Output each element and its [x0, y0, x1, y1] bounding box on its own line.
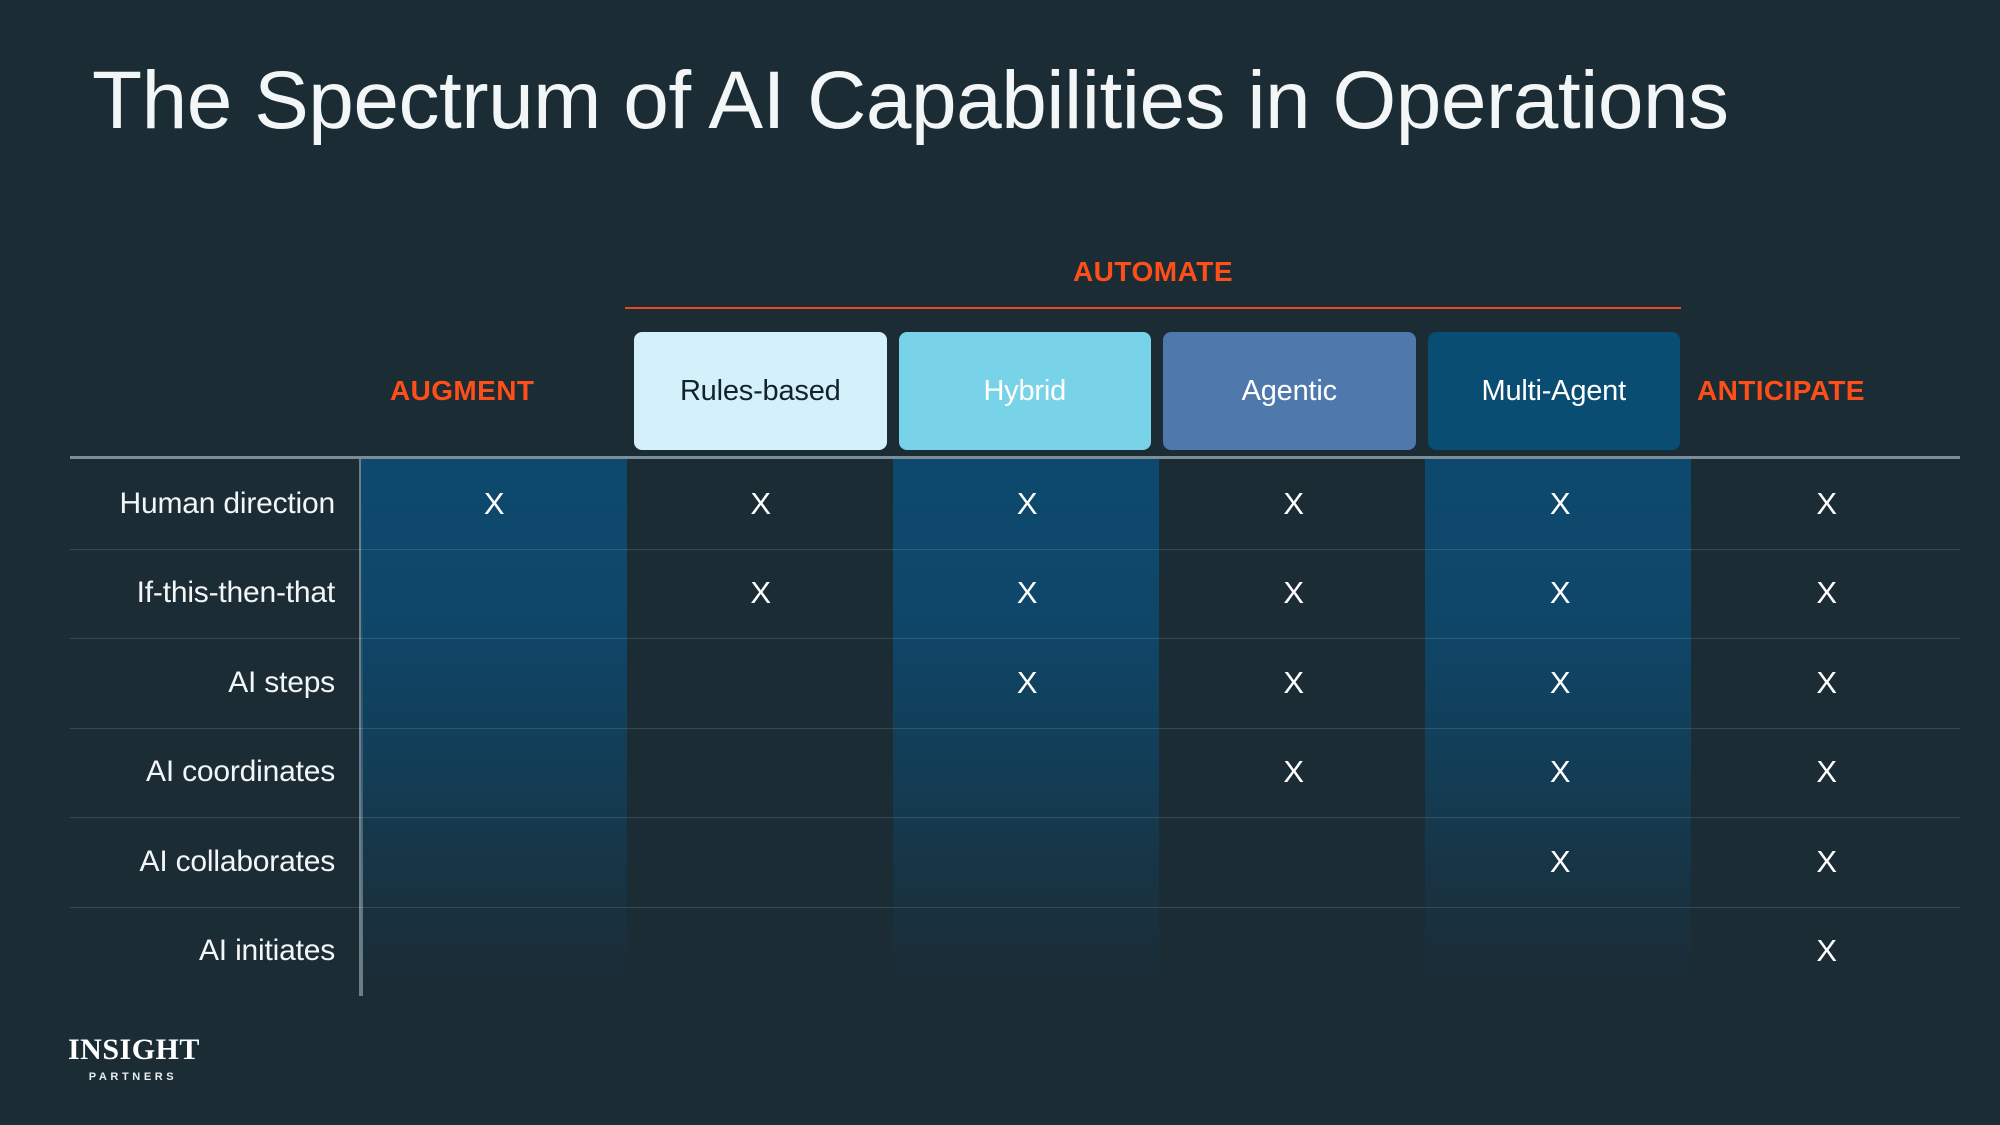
- group-label-augment: AUGMENT: [390, 375, 535, 406]
- matrix-cell-hybrid[interactable]: [894, 817, 1161, 907]
- row-label: AI initiates: [199, 934, 335, 968]
- matrix-cell-augment[interactable]: [361, 549, 628, 639]
- logo-wordmark-secondary: PARTNERS: [88, 1071, 178, 1083]
- matrix-cell-augment[interactable]: [361, 638, 628, 728]
- automate-underline-rule: [625, 307, 1681, 309]
- matrix-cell-anticipate[interactable]: X: [1816, 754, 1838, 790]
- matrix-cell-agentic[interactable]: [1161, 817, 1428, 907]
- matrix-cell-hybrid[interactable]: [894, 907, 1161, 997]
- page-title: The Spectrum of AI Capabilities in Opera…: [92, 55, 1729, 146]
- matrix-row: If-this-then-that X X X X X: [70, 548, 1960, 639]
- matrix-row: AI coordinates X X X: [70, 727, 1960, 818]
- matrix-cell-multi_agent[interactable]: X: [1549, 575, 1571, 611]
- matrix-cell-rules[interactable]: X: [750, 485, 772, 521]
- matrix-row: Human direction X X X X X X: [70, 459, 1960, 549]
- row-cells: X: [361, 907, 1960, 997]
- matrix-cell-multi_agent[interactable]: [1427, 907, 1694, 997]
- matrix-cell-agentic[interactable]: [1161, 907, 1428, 997]
- row-label: AI coordinates: [146, 755, 335, 789]
- row-label: AI steps: [228, 665, 335, 699]
- matrix-cell-hybrid[interactable]: X: [1016, 664, 1038, 700]
- automate-group-header: AUTOMATE: [625, 258, 1681, 309]
- matrix-cell-anticipate[interactable]: X: [1816, 843, 1838, 879]
- matrix-cell-anticipate[interactable]: X: [1816, 575, 1838, 611]
- matrix-cell-augment[interactable]: [361, 728, 628, 818]
- matrix-cell-anticipate[interactable]: X: [1816, 933, 1838, 969]
- matrix-cell-augment[interactable]: [361, 817, 628, 907]
- matrix-row: AI steps X X X X: [70, 638, 1960, 728]
- matrix-cell-rules[interactable]: [628, 638, 895, 728]
- column-chip-agentic[interactable]: Agentic: [1163, 332, 1416, 450]
- row-label: AI collaborates: [139, 844, 336, 878]
- matrix-cell-rules[interactable]: [628, 728, 895, 818]
- matrix-cell-rules[interactable]: X: [750, 575, 772, 611]
- matrix-cell-multi_agent[interactable]: X: [1549, 754, 1571, 790]
- column-chip-hybrid[interactable]: Hybrid: [898, 332, 1151, 450]
- matrix-cell-agentic[interactable]: X: [1283, 575, 1305, 611]
- matrix-cell-multi_agent[interactable]: X: [1549, 485, 1571, 521]
- matrix-cell-multi_agent[interactable]: X: [1549, 843, 1571, 879]
- logo-wordmark-primary: INSIGHT: [68, 1033, 200, 1066]
- matrix-cell-anticipate[interactable]: X: [1816, 485, 1838, 521]
- column-chip-rules-based[interactable]: Rules-based: [634, 332, 887, 450]
- matrix-cell-hybrid[interactable]: X: [1016, 575, 1038, 611]
- matrix-cell-augment[interactable]: X: [483, 485, 505, 521]
- matrix-cell-rules[interactable]: [628, 817, 895, 907]
- matrix-row: AI initiates X: [70, 906, 1960, 997]
- group-label-anticipate: ANTICIPATE: [1697, 375, 1865, 406]
- matrix-cell-hybrid[interactable]: [894, 728, 1161, 818]
- column-header-chips: Rules-based Hybrid Agentic Multi-Agent: [634, 332, 1680, 450]
- matrix-cell-agentic[interactable]: X: [1283, 664, 1305, 700]
- row-label: If-this-then-that: [136, 576, 336, 610]
- matrix-cell-rules[interactable]: [628, 907, 895, 997]
- matrix-cell-hybrid[interactable]: X: [1016, 485, 1038, 521]
- matrix-cell-multi_agent[interactable]: X: [1549, 664, 1571, 700]
- matrix-cell-agentic[interactable]: X: [1283, 754, 1305, 790]
- insight-partners-logo: INSIGHT PARTNERS: [68, 1033, 200, 1083]
- group-label-automate: AUTOMATE: [1072, 256, 1234, 287]
- matrix-cell-agentic[interactable]: X: [1283, 485, 1305, 521]
- table-top-rule: [70, 456, 1960, 459]
- column-chip-multi-agent[interactable]: Multi-Agent: [1427, 332, 1680, 450]
- matrix-cell-augment[interactable]: [361, 907, 628, 997]
- row-label: Human direction: [119, 486, 336, 520]
- matrix-cell-anticipate[interactable]: X: [1816, 664, 1838, 700]
